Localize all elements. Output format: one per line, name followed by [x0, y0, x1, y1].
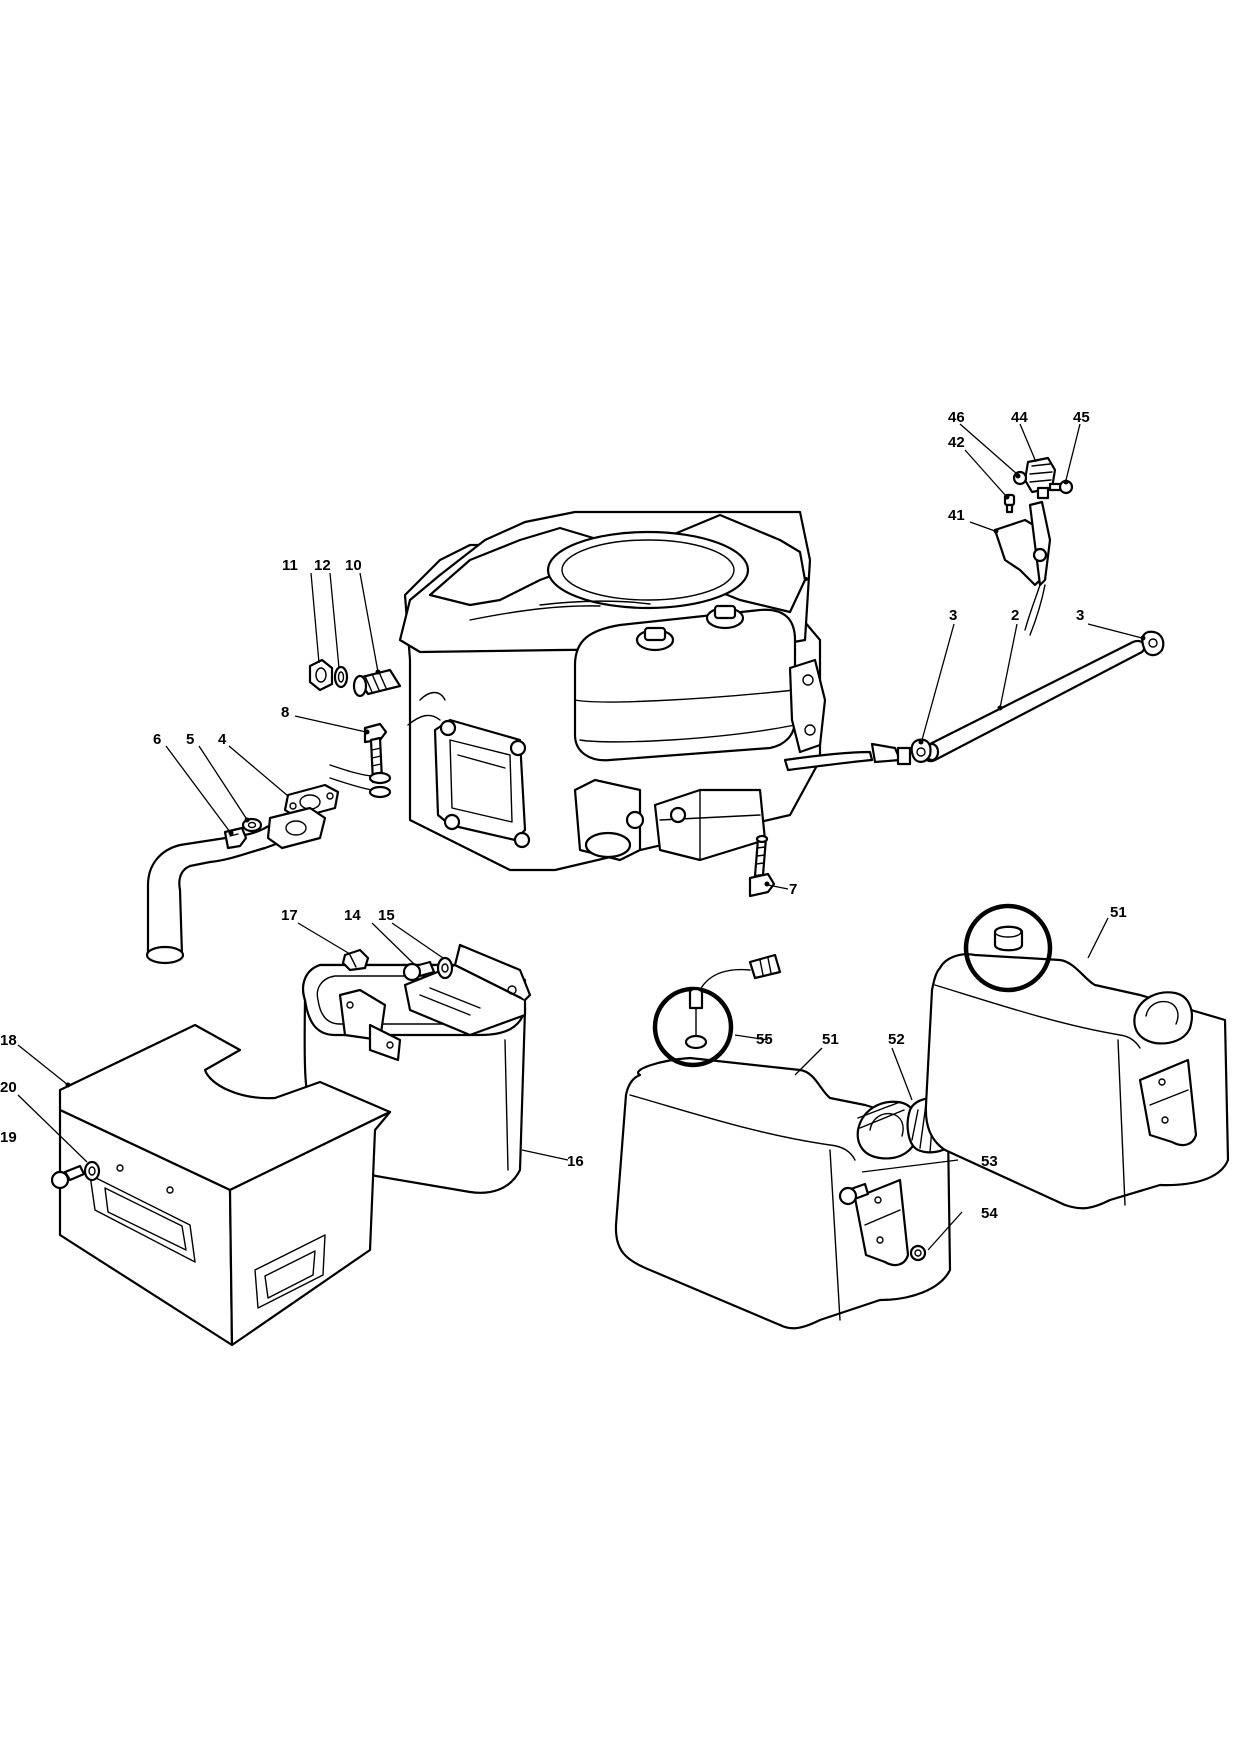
callout-55: 55 — [756, 1031, 773, 1048]
callout-53: 53 — [981, 1153, 998, 1170]
callout-2: 2 — [1011, 607, 1019, 624]
battery-cover-18 — [58, 1023, 392, 1347]
callout-44: 44 — [1011, 409, 1028, 426]
callout-3-left: 3 — [949, 607, 957, 624]
callout-11: 11 — [282, 557, 298, 574]
nut-54 — [909, 1244, 927, 1262]
callout-51-front: 51 — [822, 1031, 839, 1048]
washer-15 — [436, 956, 454, 980]
engine — [398, 510, 912, 872]
callout-54: 54 — [981, 1205, 998, 1222]
callout-20: 20 — [0, 1079, 17, 1096]
exhaust-stud-10 — [352, 668, 402, 698]
callout-4: 4 — [218, 731, 227, 748]
callout-3-right: 3 — [1076, 607, 1084, 624]
exhaust-gasket-4 — [283, 783, 340, 820]
nut-11 — [308, 658, 334, 692]
fuel-tank-front — [614, 1056, 952, 1330]
callout-42: 42 — [948, 434, 965, 451]
callout-45: 45 — [1073, 409, 1090, 426]
callout-46: 46 — [948, 409, 965, 426]
bolt-7 — [748, 834, 776, 898]
hose-clamp-left — [910, 738, 932, 763]
bolt-8 — [363, 722, 388, 784]
callout-41: 41 — [948, 507, 965, 524]
throttle-clamp-44 — [1023, 456, 1057, 500]
callout-8: 8 — [281, 704, 289, 721]
fuel-tank-rear — [924, 903, 1230, 1210]
bolt-53 — [838, 1182, 870, 1206]
callout-7: 7 — [789, 881, 797, 898]
screw-19 — [50, 1164, 86, 1190]
callout-16: 16 — [567, 1153, 584, 1170]
callout-14: 14 — [344, 907, 361, 924]
callout-6: 6 — [153, 731, 161, 748]
clip-17 — [341, 948, 370, 972]
callout-10: 10 — [345, 557, 362, 574]
fuel-sender-55 — [652, 953, 782, 1068]
exhaust-pipe — [145, 806, 327, 965]
callout-labels: 46 44 45 42 41 3 2 3 11 12 10 8 6 5 4 7 … — [0, 409, 1127, 1222]
washer-12 — [333, 665, 349, 689]
callout-12: 12 — [314, 557, 331, 574]
callout-5: 5 — [186, 731, 194, 748]
callout-18: 18 — [0, 1032, 17, 1049]
callout-52: 52 — [888, 1031, 905, 1048]
callout-17: 17 — [281, 907, 298, 924]
washer-20 — [83, 1160, 101, 1182]
bracket-15 — [338, 943, 532, 1062]
bolt-14 — [402, 960, 436, 982]
hose-clamp-right — [1141, 630, 1165, 657]
callout-51-rear: 51 — [1110, 904, 1127, 921]
fuel-hose — [922, 639, 1146, 763]
washers-under-bolt — [329, 764, 392, 799]
callout-15: 15 — [378, 907, 395, 924]
throttle-control — [993, 500, 1052, 636]
leader-lines — [17, 423, 1146, 1251]
callout-19: 19 — [0, 1129, 17, 1146]
